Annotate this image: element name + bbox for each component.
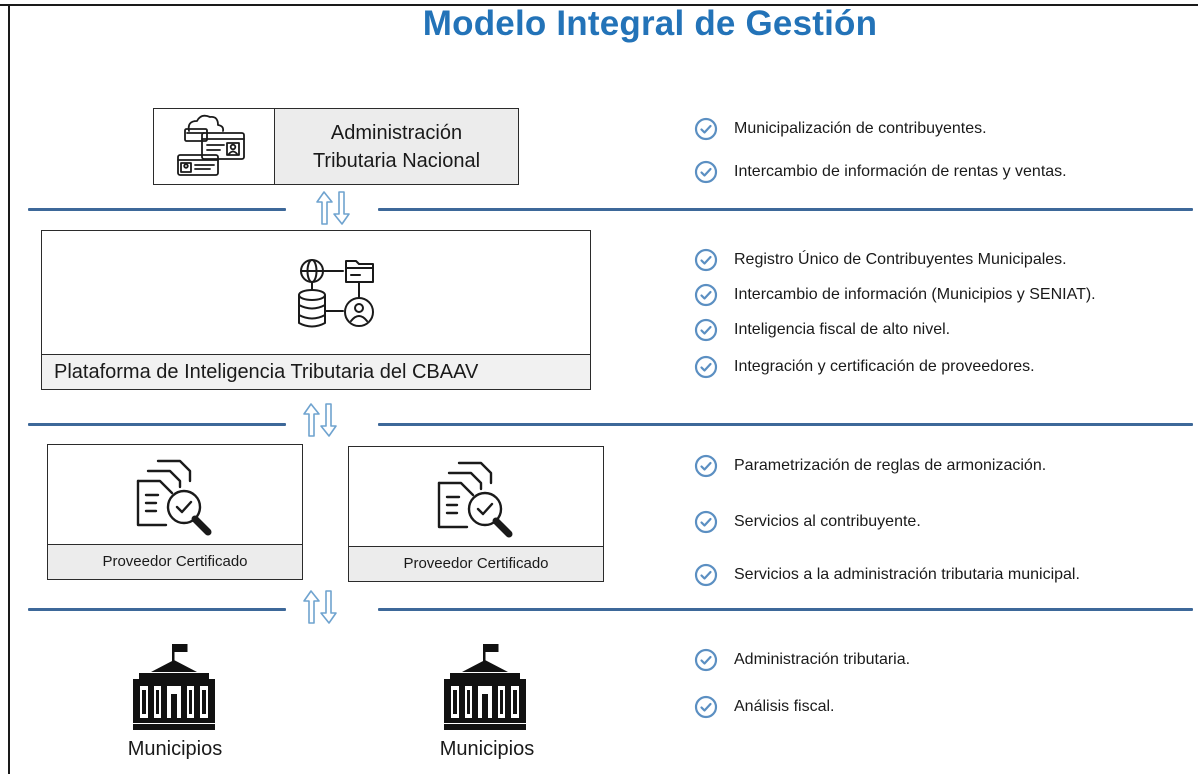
town-hall-icon <box>133 644 215 730</box>
checklist-item-text: Intercambio de información de rentas y v… <box>734 163 1067 180</box>
id-cards-cloud-icon <box>177 114 245 176</box>
network-database-icon <box>298 259 374 328</box>
bidirectional-arrow-icon <box>316 191 350 225</box>
check-circle-icon <box>694 318 718 342</box>
check-circle-icon <box>694 695 718 719</box>
frame-top-border <box>0 4 1198 6</box>
certified-provider-box: Proveedor Certificado <box>47 444 303 580</box>
municipality-label: Municipios <box>127 738 223 760</box>
check-circle-icon <box>694 160 718 184</box>
check-circle-icon <box>694 510 718 534</box>
document-check-search-icon <box>437 461 513 538</box>
checklist-item-text: Administración tributaria. <box>734 651 911 668</box>
checklist-item-text: Intercambio de información (Municipios y… <box>734 286 1096 303</box>
page-title: Modelo Integral de Gestión <box>422 4 878 43</box>
separator-line <box>28 208 286 211</box>
national-tax-admin-icon-box <box>153 108 276 185</box>
checklist-item-text: Análisis fiscal. <box>734 698 835 715</box>
separator-line <box>28 423 286 426</box>
checklist-item-text: Servicios al contribuyente. <box>734 513 921 530</box>
frame-left-border <box>8 4 10 774</box>
provider-label: Proveedor Certificado <box>349 546 603 581</box>
national-tax-admin-label-line: Tributaria Nacional <box>312 149 481 172</box>
checklist-item-text: Registro Único de Contribuyentes Municip… <box>734 251 1067 268</box>
check-circle-icon <box>694 248 718 272</box>
separator-line <box>28 608 286 611</box>
check-circle-icon <box>694 648 718 672</box>
check-circle-icon <box>694 355 718 379</box>
separator-line <box>378 208 1193 211</box>
check-circle-icon <box>694 563 718 587</box>
checklist-item-text: Inteligencia fiscal de alto nivel. <box>734 321 951 338</box>
town-hall-icon <box>444 644 526 730</box>
provider-label: Proveedor Certificado <box>48 544 302 579</box>
checklist-item-text: Parametrización de reglas de armonizació… <box>734 457 1047 474</box>
checklist-item-text: Servicios a la administración tributaria… <box>734 566 1080 583</box>
tax-intelligence-platform-box: Plataforma de Inteligencia Tributaria de… <box>41 230 591 390</box>
certified-provider-box: Proveedor Certificado <box>348 446 604 582</box>
checklist-item-text: Integración y certificación de proveedor… <box>734 358 1035 375</box>
checklist-item-text: Municipalización de contribuyentes. <box>734 120 987 137</box>
separator-line <box>378 608 1193 611</box>
national-tax-admin-label-line: Administración <box>330 121 463 144</box>
national-tax-admin-label-box: Administración Tributaria Nacional <box>274 108 519 185</box>
check-circle-icon <box>694 283 718 307</box>
municipality-label: Municipios <box>439 738 535 760</box>
platform-label: Plataforma de Inteligencia Tributaria de… <box>42 354 590 389</box>
check-circle-icon <box>694 454 718 478</box>
bidirectional-arrow-icon <box>303 403 337 437</box>
bidirectional-arrow-icon <box>303 590 337 624</box>
separator-line <box>378 423 1193 426</box>
document-check-search-icon <box>136 459 212 536</box>
check-circle-icon <box>694 117 718 141</box>
